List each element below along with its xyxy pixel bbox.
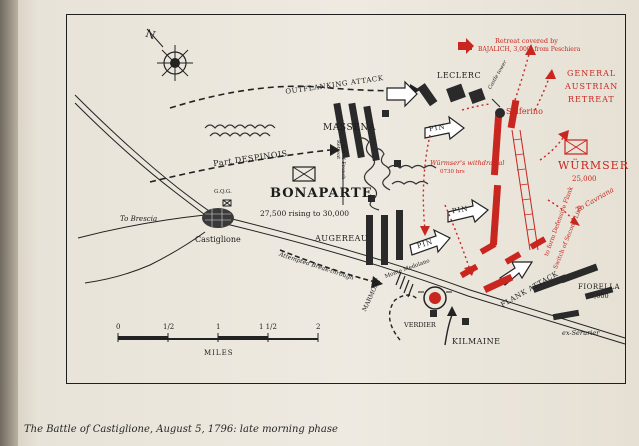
augereau-bar-3 [396,210,403,260]
gqg-flag [222,199,232,207]
label-bonaparte: BONAPARTE [270,186,373,201]
label-ex-serurier: ex-Sérurier [562,329,600,337]
wurmser-line-1 [490,114,503,176]
wurmser-line-3 [507,99,520,129]
small-unit-4 [430,310,437,317]
scale-tick-1: 1 [216,323,221,331]
attempted-break-arrow [279,249,376,283]
label-leclerc: LECLERC [437,71,482,80]
label-augereau: AUGEREAU [315,234,369,243]
compass-rose-icon [146,28,193,81]
fiorella-bar-2 [560,263,599,284]
book-binding-shadow [0,0,18,446]
monte-medolano-redoubt [418,286,452,310]
austrian-units [459,46,547,293]
label-retreat-covered: Retreat covered by [495,37,558,45]
outflanking-attack-arrow [169,85,411,109]
kilmaine-arrow [444,314,453,346]
augereau-bar-2 [381,215,388,265]
small-unit-1 [382,110,389,117]
arrow-pin-1 [424,115,465,141]
massena-bar-2 [348,102,365,159]
road-main-2 [217,221,626,345]
marmont-battery [395,271,414,298]
label-wurmser: WÜRMSER [558,159,629,172]
town-grid [205,209,231,227]
label-wurmser-strength: 25,000 [572,175,597,183]
austrian-switch-line [511,129,539,251]
label-fiorella: FIORELLA [578,283,621,291]
red-switch-1 [504,251,522,265]
solferino-tower-icon [495,108,505,118]
label-to-brescia: To Brescia [120,215,158,223]
leclerc-units [446,83,486,105]
french-units [333,83,614,325]
label-bajalich: BAJALICH, 3,000, from Peschiera [478,46,581,53]
label-retreat: RETREAT [568,95,615,104]
small-unit-3 [394,160,401,167]
red-switch-2 [529,236,547,250]
label-gqg: G.Q.G. [214,189,232,195]
exserurier-bar [552,309,580,321]
road-brescia [77,214,206,239]
fiorella-bar-1 [532,274,568,293]
label-bonaparte-strength: 27,500 rising to 30,000 [260,209,350,218]
map-caption: The Battle of Castiglione, August 5, 179… [24,424,338,435]
label-withdrawal-time: 0730 hrs [440,169,465,175]
label-massena: MASSENA [323,123,377,133]
label-verdier: VERDIER [404,321,436,329]
french-attack-arrows [386,80,534,286]
despinois-arrow [149,149,331,183]
red-small-1 [479,241,497,255]
hills-east-2 [391,180,429,185]
red-switch-3 [483,273,514,293]
leclerc-bar [417,83,438,107]
arrow-leclerc [386,80,418,108]
scale-tick-1-half: 1 1/2 [259,323,277,331]
label-general: GENERAL [567,69,617,78]
label-kilmaine: KILMAINE [452,337,501,346]
label-french-retreat: Limit of French Retreat [335,140,346,180]
road-main-1 [219,215,626,339]
hills-center-2 [371,148,391,191]
bajalich-arrow-icon [458,38,474,54]
scale-tick-2: 2 [316,323,321,331]
augereau-bar-1 [366,215,373,265]
scale-tick-0: 0 [116,323,121,331]
fiorella-bar-3 [584,286,614,300]
scale-tick-half: 1/2 [163,323,175,331]
road-north [74,94,216,216]
small-unit-2 [368,195,375,202]
scale-bar [117,333,319,342]
arrow-pin-2 [447,198,489,224]
label-wurmser-withdrawal: Würmser's withdrawal [430,159,505,167]
arrow-pin-3 [409,228,451,256]
map-frame [66,14,626,384]
road-north-2 [74,102,213,221]
scale-miles-label: MILES [204,349,234,357]
hills-north [204,124,276,129]
road-south [84,231,206,284]
label-austrian: AUSTRIAN [565,82,619,91]
bonaparte-hq-icon [292,166,316,182]
label-fiorella-strength: 5,000 [590,292,609,300]
castiglione-town [202,208,234,228]
hills-north-2 [209,132,271,137]
wurmser-hq-icon [564,139,588,155]
massena-bar-3 [363,105,380,162]
marmont-arrow [388,294,419,341]
wurmser-line-2 [489,184,502,246]
massena-bar-1 [333,102,350,159]
label-solferino: Solferino [506,107,543,116]
label-castiglione: Castiglione [195,235,241,244]
small-unit-5 [462,318,469,325]
